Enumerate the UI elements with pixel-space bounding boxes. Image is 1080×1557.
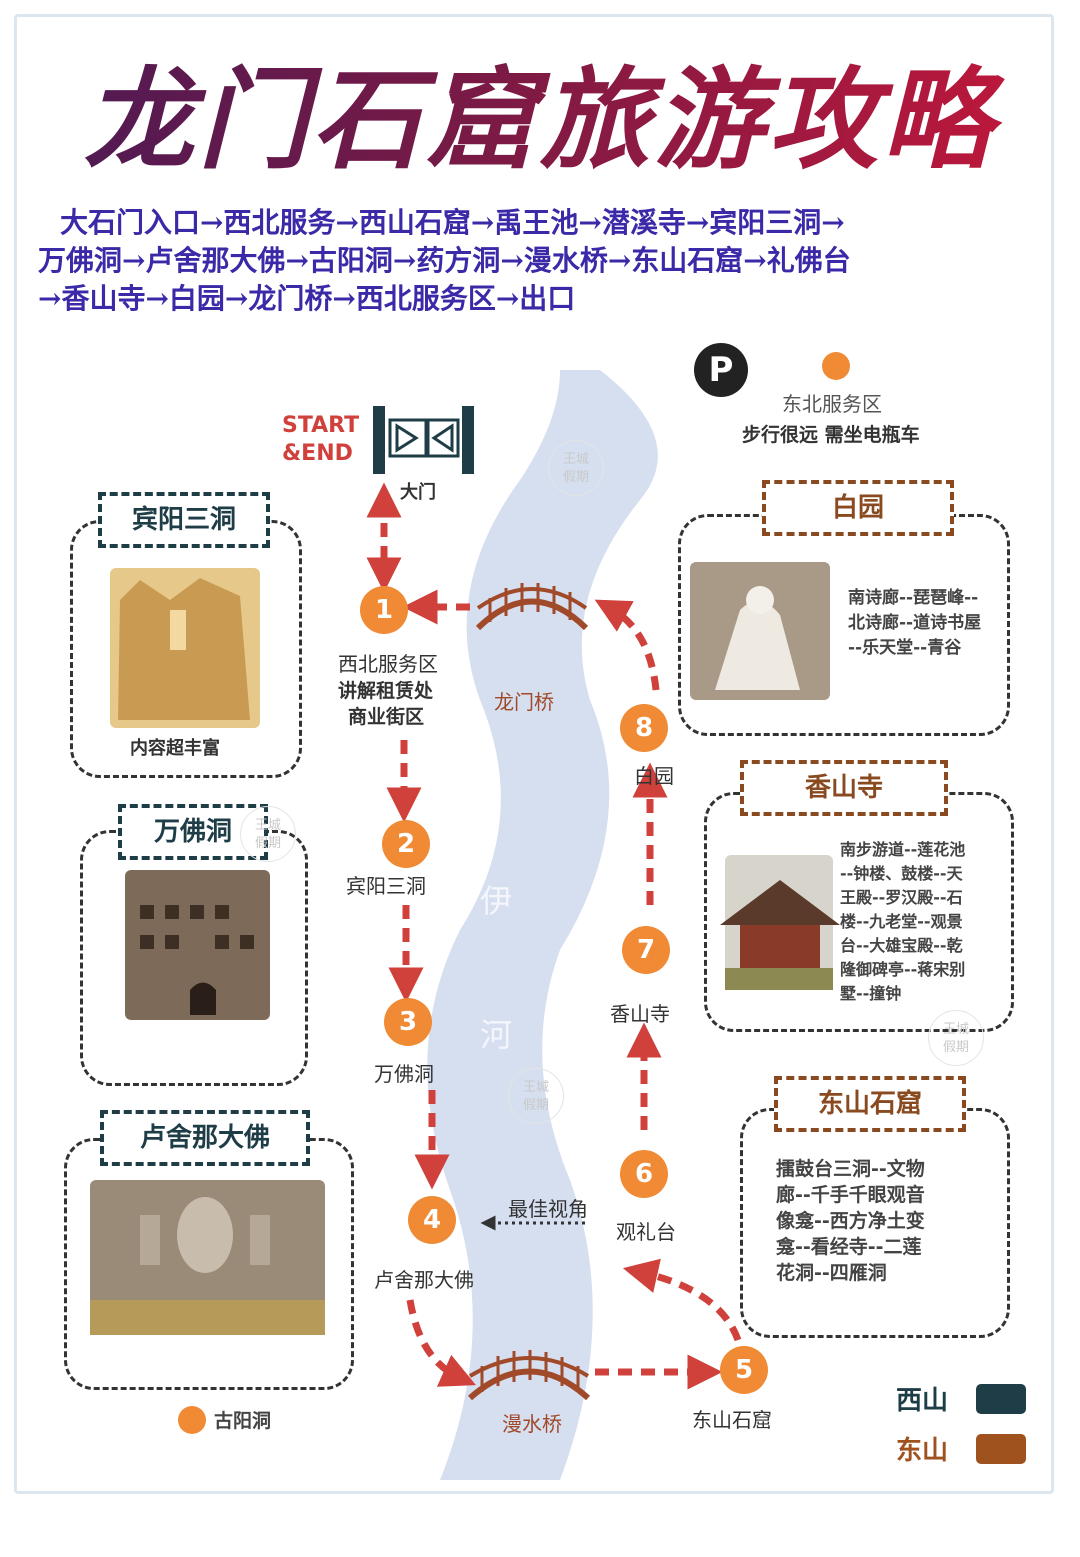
watermark-3-line-2: 假期 (522, 1098, 549, 1113)
legend-east-label: 东山 (896, 1436, 949, 1466)
watermark-2-line-1: 王城 (254, 818, 281, 833)
stop-5-label: 东山石窟 (692, 1408, 772, 1432)
panel-dongshan-title: 东山石窟 (774, 1076, 966, 1132)
guyang-dot (178, 1406, 206, 1434)
watermark-4: 王城假期 (928, 1010, 984, 1066)
xiangshan-desc-line-3: 王殿--罗汉殿--石 (840, 888, 963, 907)
stop-3-label: 万佛洞 (374, 1062, 434, 1086)
legend-west-label: 西山 (896, 1386, 949, 1416)
watermark-3: 王城假期 (508, 1068, 564, 1124)
stop-4-marker[interactable]: 4 (408, 1196, 456, 1244)
xiangshan-desc-line-7: 墅--撞钟 (840, 984, 902, 1003)
guyang-label: 古阳洞 (214, 1410, 272, 1432)
river-label-2: 河 (480, 1016, 513, 1054)
dongshan-desc-line-5: 花洞--四雁洞 (776, 1262, 887, 1284)
stop-3-marker[interactable]: 3 (384, 998, 432, 1046)
baiyuan-desc-line-1: 南诗廊--琵琶峰-- (848, 588, 979, 608)
stop-8-label: 白园 (634, 764, 674, 788)
panel-xiangshan-title: 香山寺 (740, 760, 948, 816)
route-summary: 大石门入口→西北服务→西山石窟→禹王池→潜溪寺→宾阳三洞→ 万佛洞→卢舍那大佛→… (38, 204, 1048, 318)
photo-wanfo (125, 870, 270, 1020)
panel-baiyuan-desc: 南诗廊--琵琶峰-- 北诗廊--道诗书屋 --乐天堂--青谷 (848, 586, 981, 661)
start-label: START (282, 413, 360, 438)
photo-lushena (90, 1180, 325, 1335)
watermark-4-line-1: 王城 (942, 1022, 969, 1037)
watermark-1-line-2: 假期 (562, 470, 589, 485)
route-line-1: 大石门入口→西北服务→西山石窟→禹王池→潜溪寺→宾阳三洞→ (60, 206, 845, 239)
photo-xiangshan (720, 855, 840, 990)
page-title: 龙门石窟旅游攻略 (0, 30, 1080, 190)
watermark-2: 王城假期 (240, 806, 296, 862)
panel-lushena-title: 卢舍那大佛 (100, 1110, 310, 1166)
xiangshan-desc-line-4: 楼--九老堂--观景 (840, 912, 963, 931)
dongshan-desc-line-4: 龛--看经寺--二莲 (776, 1236, 922, 1258)
panel-dongshan-desc: 擂鼓台三洞--文物 廊--千手千眼观音 像龛--西方净土变 龛--看经寺--二莲… (776, 1156, 925, 1286)
stop-6-marker[interactable]: 6 (620, 1150, 668, 1198)
panel-xiangshan-desc: 南步游道--莲花池 --钟楼、鼓楼--天 王殿--罗汉殿--石 楼--九老堂--… (840, 838, 965, 1006)
stop-4-label: 卢舍那大佛 (374, 1268, 474, 1292)
stop-1-sub1: 讲解租赁处 (338, 680, 434, 702)
stop-2-marker[interactable]: 2 (382, 820, 430, 868)
stop-2-label: 宾阳三洞 (346, 874, 426, 898)
service-area-dot (822, 352, 850, 380)
stop-7-label: 香山寺 (610, 1002, 670, 1026)
legend-west-swatch (976, 1384, 1026, 1414)
watermark-4-line-2: 假期 (942, 1040, 969, 1055)
arrow-4-to-bridge (406, 1299, 476, 1387)
best-view-label: 最佳视角 (508, 1197, 588, 1221)
arrow-8-to-bridge (594, 599, 660, 691)
page-frame (14, 14, 1054, 1494)
dongshan-desc-line-1: 擂鼓台三洞--文物 (776, 1158, 925, 1180)
bridge-bottom-shape (468, 1350, 591, 1401)
shuttle-note: 步行很远 需坐电瓶车 (742, 424, 920, 446)
panel-wanfo (80, 830, 308, 1086)
dongshan-desc-line-3: 像龛--西方净土变 (776, 1210, 925, 1232)
arrow-5-to-6 (622, 1258, 742, 1342)
dongshan-desc-line-2: 廊--千手千眼观音 (776, 1184, 925, 1206)
bridge-top-shape (475, 583, 589, 631)
route-line-2: 万佛洞→卢舍那大佛→古阳洞→药方洞→漫水桥→东山石窟→礼佛台 (38, 244, 851, 277)
gate-icon (373, 406, 474, 474)
river (427, 370, 658, 1480)
stop-5-marker[interactable]: 5 (720, 1346, 768, 1394)
parking-icon: P (694, 343, 748, 397)
legend-east-swatch (976, 1434, 1026, 1464)
photo-baiyuan (690, 562, 830, 700)
route-line-3: →香山寺→白园→龙门桥→西北服务区→出口 (38, 282, 576, 315)
xiangshan-desc-line-1: 南步游道--莲花池 (840, 840, 966, 859)
watermark-1: 王城假期 (548, 440, 604, 496)
panel-baiyuan-title: 白园 (762, 480, 954, 536)
photo-binyang (110, 568, 260, 728)
panel-lushena (64, 1138, 354, 1390)
xiangshan-desc-line-6: 隆御碑亭--蒋宋别 (840, 960, 966, 979)
bridge-bottom-label: 漫水桥 (502, 1412, 562, 1436)
xiangshan-desc-line-5: 台--大雄宝殿--乾 (840, 936, 963, 955)
northeast-service-label: 东北服务区 (782, 392, 882, 416)
stop-1-label: 西北服务区 (338, 652, 438, 676)
baiyuan-desc-line-3: --乐天堂--青谷 (848, 638, 962, 658)
stop-8-marker[interactable]: 8 (620, 704, 668, 752)
start-end-label: START &END (282, 412, 359, 468)
stop-7-marker[interactable]: 7 (622, 926, 670, 974)
panel-binyang-title: 宾阳三洞 (98, 492, 270, 548)
bridge-top-label: 龙门桥 (494, 690, 554, 714)
watermark-2-line-2: 假期 (254, 836, 281, 851)
panel-binyang-caption: 内容超丰富 (130, 738, 220, 759)
stop-1-sub2: 商业街区 (348, 706, 425, 728)
baiyuan-desc-line-2: 北诗廊--道诗书屋 (848, 613, 982, 633)
end-label: &END (282, 441, 353, 466)
gate-label: 大门 (400, 482, 436, 503)
river-label-1: 伊 (480, 882, 513, 920)
stop-1-marker[interactable]: 1 (360, 586, 408, 634)
watermark-1-line-1: 王城 (562, 452, 589, 467)
stop-6-label: 观礼台 (616, 1220, 676, 1244)
watermark-3-line-1: 王城 (522, 1080, 549, 1095)
xiangshan-desc-line-2: --钟楼、鼓楼--天 (840, 864, 963, 883)
